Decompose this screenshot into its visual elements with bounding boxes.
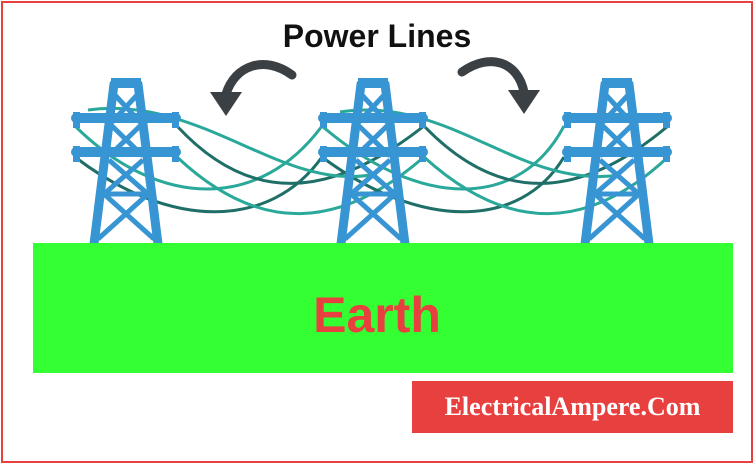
curved-arrow-left-icon <box>210 60 297 116</box>
earth-label: Earth <box>313 287 441 343</box>
watermark-text: ElectricalAmpere.Com <box>444 392 701 421</box>
power-wires <box>73 107 670 216</box>
watermark-badge: ElectricalAmpere.Com <box>412 381 733 433</box>
earth-ground <box>33 243 733 373</box>
transmission-tower-icon <box>73 78 179 244</box>
diagram-title: Power Lines <box>282 18 472 54</box>
curved-arrow-right-icon <box>457 57 540 114</box>
